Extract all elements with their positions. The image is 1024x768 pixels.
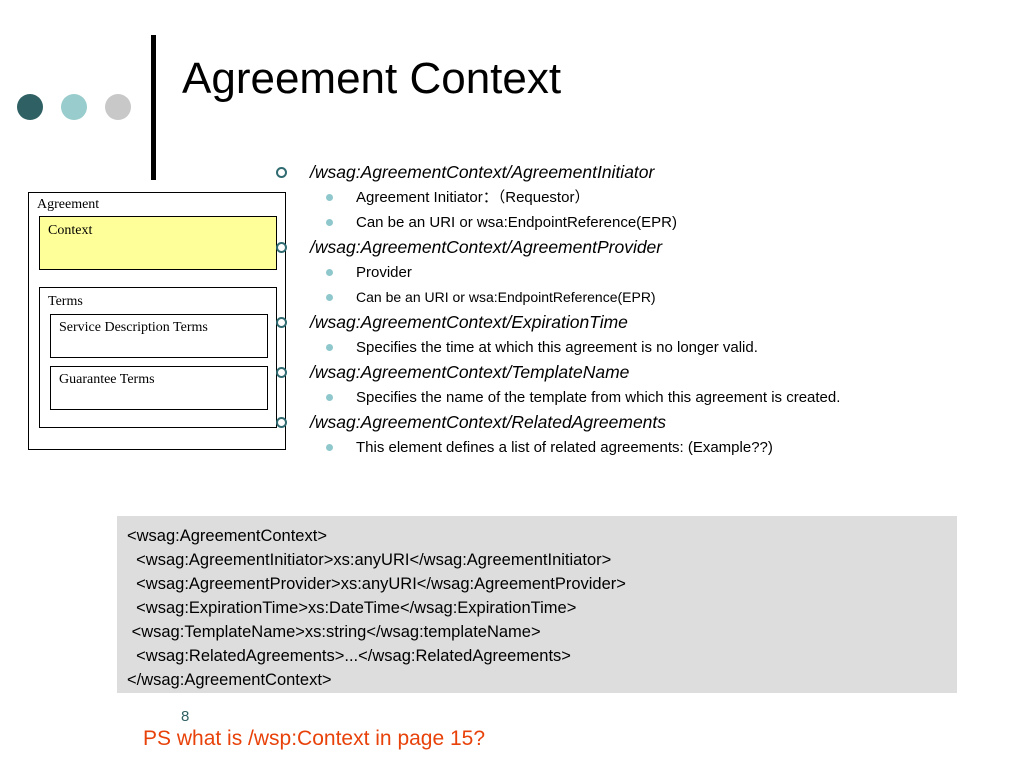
sub-bullet-dot-icon [326, 294, 333, 301]
bullet-marker-icon [276, 317, 287, 328]
sub-bullet-text: Specifies the name of the template from … [356, 389, 841, 406]
bullet-heading: /wsag:AgreementContext/ExpirationTime [310, 312, 628, 332]
bullet-heading: /wsag:AgreementContext/RelatedAgreements [310, 412, 667, 432]
sub-bullet-text: This element defines a list of related a… [356, 439, 773, 456]
bullet-item: /wsag:AgreementContext/TemplateName [272, 360, 952, 385]
code-line: <wsag:ExpirationTime>xs:DateTime</wsag:E… [127, 599, 577, 617]
bullet-item: /wsag:AgreementContext/AgreementInitiato… [272, 160, 952, 185]
bullet-marker-icon [276, 167, 287, 178]
bullet-marker-icon [276, 242, 287, 253]
sub-bullet: Can be an URI or wsa:EndpointReference(E… [272, 285, 952, 310]
service-description-terms-label: Service Description Terms [59, 320, 208, 335]
guarantee-terms-box: Guarantee Terms [50, 366, 268, 410]
agreement-diagram: Agreement Context Terms Service Descript… [28, 192, 286, 450]
sub-bullet-dot-icon [326, 194, 333, 201]
sub-bullet-text: Agreement Initiator：（Requestor） [356, 189, 590, 206]
bullet-heading: /wsag:AgreementContext/AgreementInitiato… [310, 162, 655, 182]
sub-bullet-text: Specifies the time at which this agreeme… [356, 339, 758, 356]
bullet-item: /wsag:AgreementContext/RelatedAgreements [272, 410, 952, 435]
service-description-terms-box: Service Description Terms [50, 314, 268, 358]
terms-label: Terms [48, 294, 83, 309]
bullet-heading: /wsag:AgreementContext/TemplateName [310, 362, 630, 382]
context-label: Context [48, 223, 93, 238]
bullet-marker-icon [276, 367, 287, 378]
sub-bullet-dot-icon [326, 219, 333, 226]
sub-bullet: This element defines a list of related a… [272, 435, 952, 460]
sub-bullet: Provider [272, 260, 952, 285]
sub-bullet: Can be an URI or wsa:EndpointReference(E… [272, 210, 952, 235]
sub-bullet-dot-icon [326, 394, 333, 401]
bullet-item: /wsag:AgreementContext/ExpirationTime [272, 310, 952, 335]
sub-bullet: Specifies the time at which this agreeme… [272, 335, 952, 360]
sub-bullet-text: Provider [356, 264, 412, 281]
sub-bullet-text: Can be an URI or wsa:EndpointReference(E… [356, 289, 656, 305]
guarantee-terms-label: Guarantee Terms [59, 372, 155, 387]
code-line: <wsag:AgreementContext> [127, 527, 327, 545]
context-box: Context [39, 216, 277, 270]
sub-bullet: Specifies the name of the template from … [272, 385, 952, 410]
bullet-item: /wsag:AgreementContext/AgreementProvider [272, 235, 952, 260]
sub-bullet-text: Can be an URI or wsa:EndpointReference(E… [356, 214, 677, 231]
sub-bullet-dot-icon [326, 269, 333, 276]
agreement-label: Agreement [37, 197, 100, 212]
code-line: <wsag:RelatedAgreements>...</wsag:Relate… [127, 647, 571, 665]
sub-bullet: Agreement Initiator：（Requestor） [272, 185, 952, 210]
title-divider [151, 35, 156, 180]
sub-bullet-dot-icon [326, 344, 333, 351]
bullet-list: /wsag:AgreementContext/AgreementInitiato… [272, 160, 952, 460]
terms-box: Terms Service Description Terms Guarante… [39, 287, 277, 428]
page-number: 8 [181, 708, 190, 725]
code-line: </wsag:AgreementContext> [127, 671, 332, 689]
decor-dot-dark [17, 94, 43, 120]
code-line: <wsag:TemplateName>xs:string</wsag:templ… [127, 623, 541, 641]
bullet-marker-icon [276, 417, 287, 428]
xml-code-block: <wsag:AgreementContext> <wsag:AgreementI… [117, 516, 957, 693]
slide-title: Agreement Context [182, 54, 562, 103]
bullet-heading: /wsag:AgreementContext/AgreementProvider [310, 237, 663, 257]
decor-dot-light [61, 94, 87, 120]
code-line: <wsag:AgreementInitiator>xs:anyURI</wsag… [127, 551, 612, 569]
sub-bullet-dot-icon [326, 444, 333, 451]
decor-dot-gray [105, 94, 131, 120]
footer-note: PS what is /wsp:Context in page 15? [143, 727, 486, 750]
code-line: <wsag:AgreementProvider>xs:anyURI</wsag:… [127, 575, 626, 593]
